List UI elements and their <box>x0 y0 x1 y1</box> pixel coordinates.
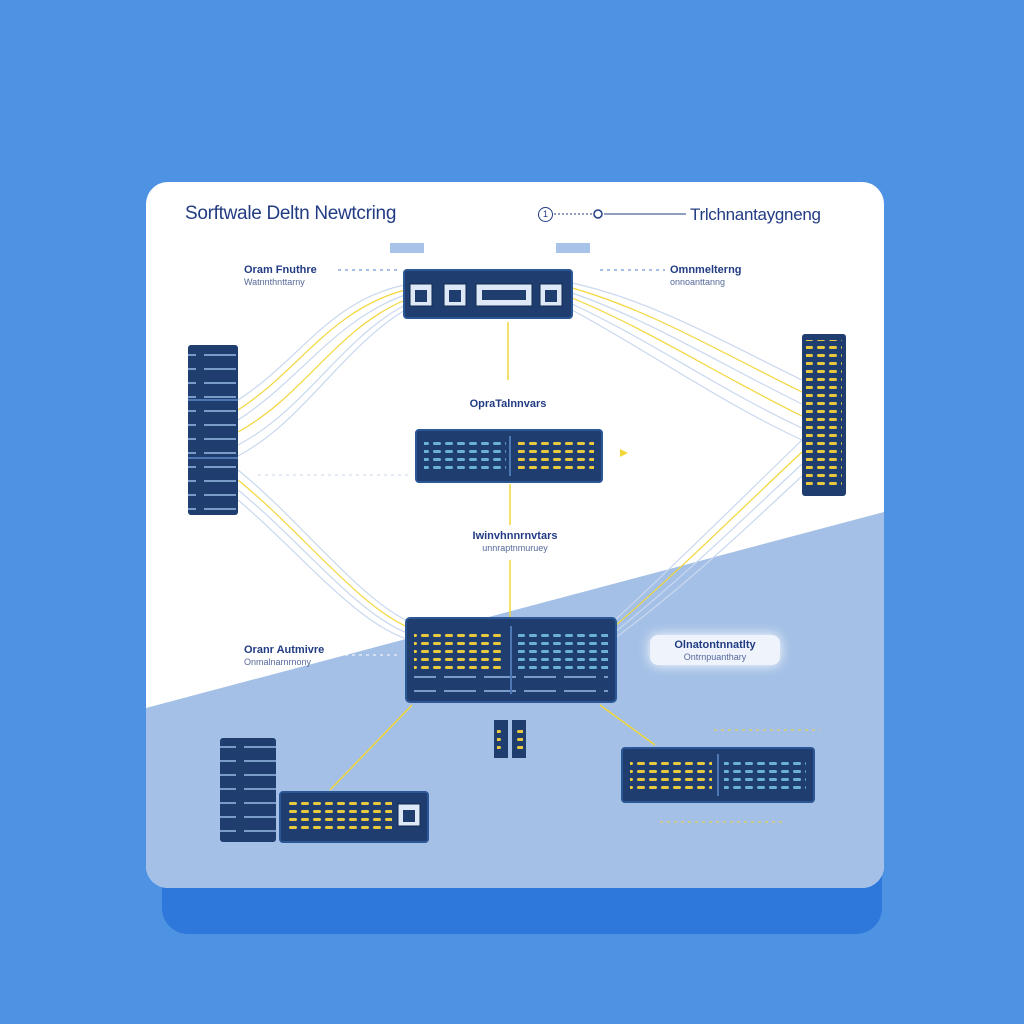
step-connector <box>554 209 686 219</box>
label-lower-left: Oranr Autmivre Onmalnarnrnony <box>244 644 324 668</box>
label-top-right: Omnmelterng onnoanttanng <box>670 264 742 288</box>
label-lower-left-sub: Onmalnarnrnony <box>244 657 312 667</box>
leader-lines <box>258 269 820 823</box>
label-lower-right-main: Olnatontnnatlty <box>674 639 756 651</box>
diagram-title: Sorftwale Deltn Newtcring <box>185 203 397 224</box>
center-switch <box>415 429 603 483</box>
link-line <box>329 704 413 791</box>
server-rack-left <box>188 345 238 515</box>
label-middle: Iwinvhnnrnvtars unnraptnmuruey <box>440 530 590 554</box>
controller-switch <box>403 269 573 319</box>
step-badge: 1 <box>538 207 553 222</box>
label-top-right-main: Omnmelterng <box>670 264 742 276</box>
label-top-right-sub: onnoanttanng <box>670 277 726 287</box>
label-middle-sub: unnraptnmuruey <box>482 543 548 553</box>
label-top-left-main: Oram Fnuthre <box>244 264 317 276</box>
header-marker <box>390 243 424 253</box>
server-rack-lower-left <box>220 738 276 842</box>
edge-switch-left <box>279 791 429 843</box>
core-switch <box>405 617 617 703</box>
server-rack-right <box>802 334 846 496</box>
label-lower-left-main: Oranr Autmivre <box>244 644 325 656</box>
header-marker <box>556 243 590 253</box>
link-line <box>599 704 656 746</box>
diagram-subtitle: Trlchnantaygneng <box>690 205 821 224</box>
label-top-left-sub: Watnnthnttarny <box>244 277 305 287</box>
label-middle-main: Iwinvhnnrnvtars <box>472 530 558 542</box>
edge-switch-right <box>621 747 815 803</box>
arrow-icon <box>620 449 628 457</box>
label-lower-right: Olnatontnnatlty Ontrnpuanthary <box>650 635 780 665</box>
label-center-main: OpraTalnnvars <box>469 398 547 410</box>
label-center: OpraTalnnvars <box>430 398 586 410</box>
patch-module <box>494 720 526 758</box>
cable-bundles <box>237 282 803 641</box>
label-lower-right-sub: Ontrnpuanthary <box>683 652 747 662</box>
label-top-left: Oram Fnuthre Watnnthnttarny <box>244 264 317 288</box>
